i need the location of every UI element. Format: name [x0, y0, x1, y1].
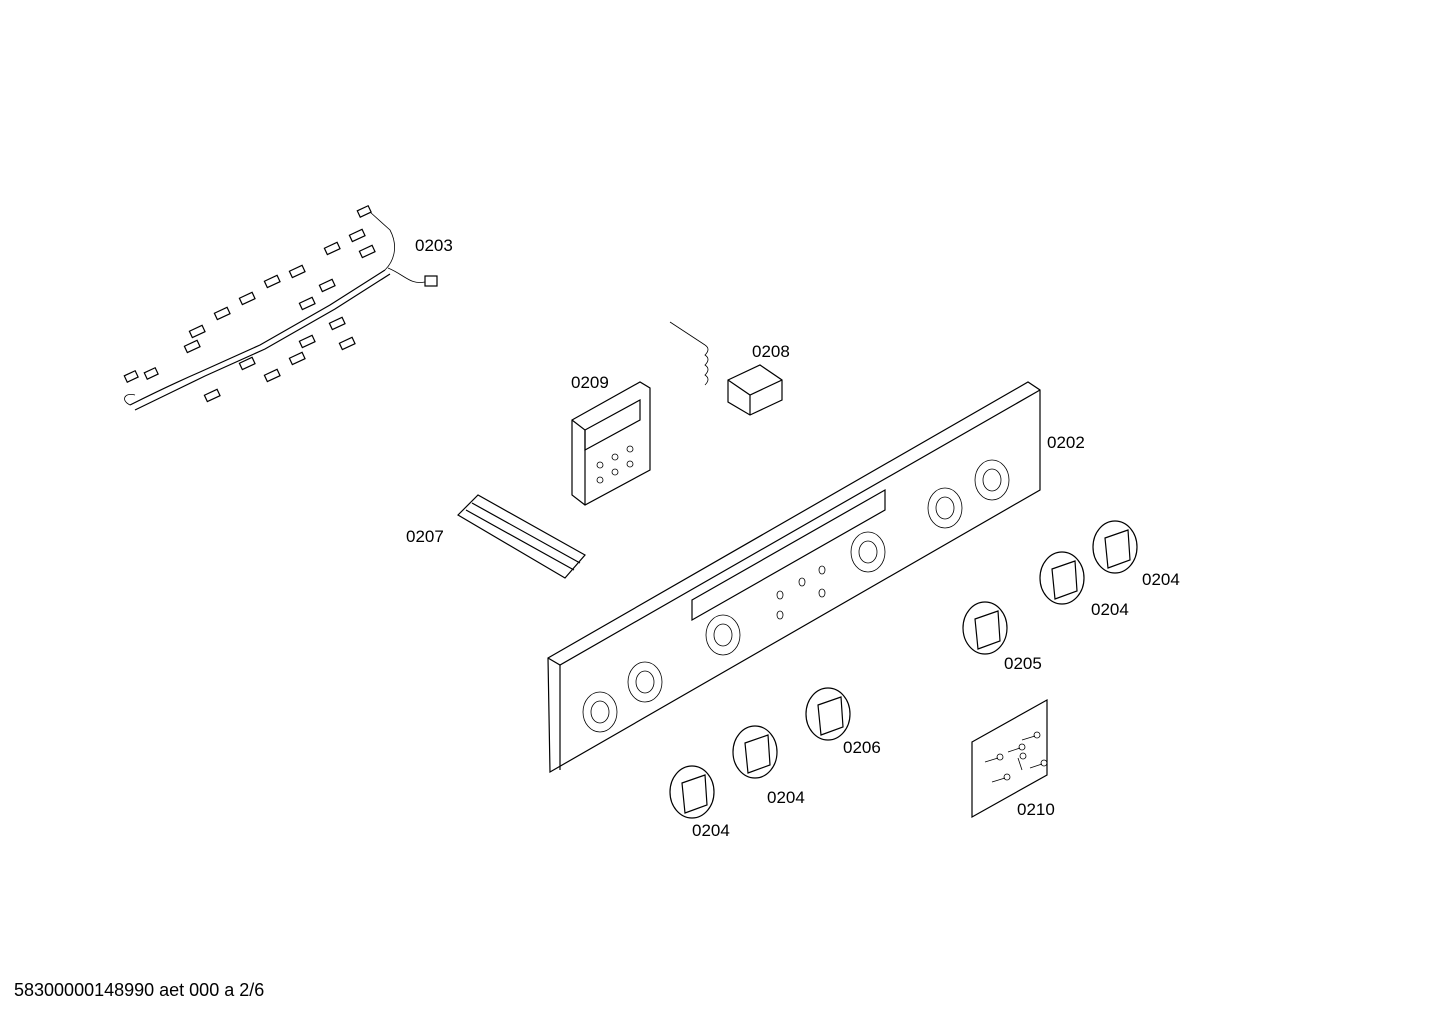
knob-0204-c	[732, 725, 778, 779]
knob-0204-b	[1039, 551, 1085, 605]
drawing-reference-number: 58300000148990 aet 000 a 2/6	[14, 980, 265, 1000]
label-0204-d: 0204	[692, 821, 730, 840]
label-0204-b: 0204	[1091, 600, 1129, 619]
label-0205: 0205	[1004, 654, 1042, 673]
screw-kit-0210	[971, 698, 1048, 819]
knob-0205	[962, 601, 1008, 655]
wiring-harness-0203	[123, 204, 438, 411]
thermostat-0208	[669, 321, 783, 416]
label-0204-a: 0204	[1142, 570, 1180, 589]
label-0202: 0202	[1047, 433, 1085, 452]
control-panel-0202	[547, 381, 1041, 774]
electronic-module-0209	[571, 381, 651, 506]
knob-0206	[805, 687, 851, 741]
label-0210: 0210	[1017, 800, 1055, 819]
label-0206: 0206	[843, 738, 881, 757]
label-0209: 0209	[571, 373, 609, 392]
terminal-block-0207	[457, 494, 586, 579]
label-0207: 0207	[406, 527, 444, 546]
label-0208: 0208	[752, 342, 790, 361]
label-0204-c: 0204	[767, 788, 805, 807]
knob-0204-d	[669, 765, 715, 819]
label-0203: 0203	[415, 236, 453, 255]
knob-0204-a	[1092, 520, 1138, 574]
